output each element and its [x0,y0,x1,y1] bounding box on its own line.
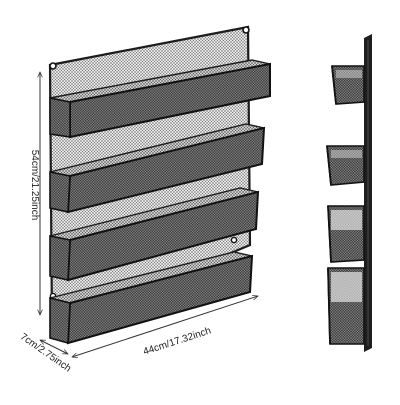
mount-hole-top-right [242,26,250,34]
spice-rack-front-view [48,25,271,345]
side-basket [327,267,365,345]
side-basket [326,145,365,186]
shelf-basket [49,187,260,282]
width-dimension-line [72,296,258,357]
mount-hole-top-left [49,62,57,70]
side-basket [327,205,365,263]
spice-rack-side-view [326,34,372,352]
shelf-basket [49,123,266,214]
shelf-basket [49,59,271,139]
side-basket [331,65,365,105]
depth-dimension-line [40,339,68,355]
mount-hole-bottom-right [230,236,238,244]
height-label: 54cm/21.25inch [29,150,40,221]
